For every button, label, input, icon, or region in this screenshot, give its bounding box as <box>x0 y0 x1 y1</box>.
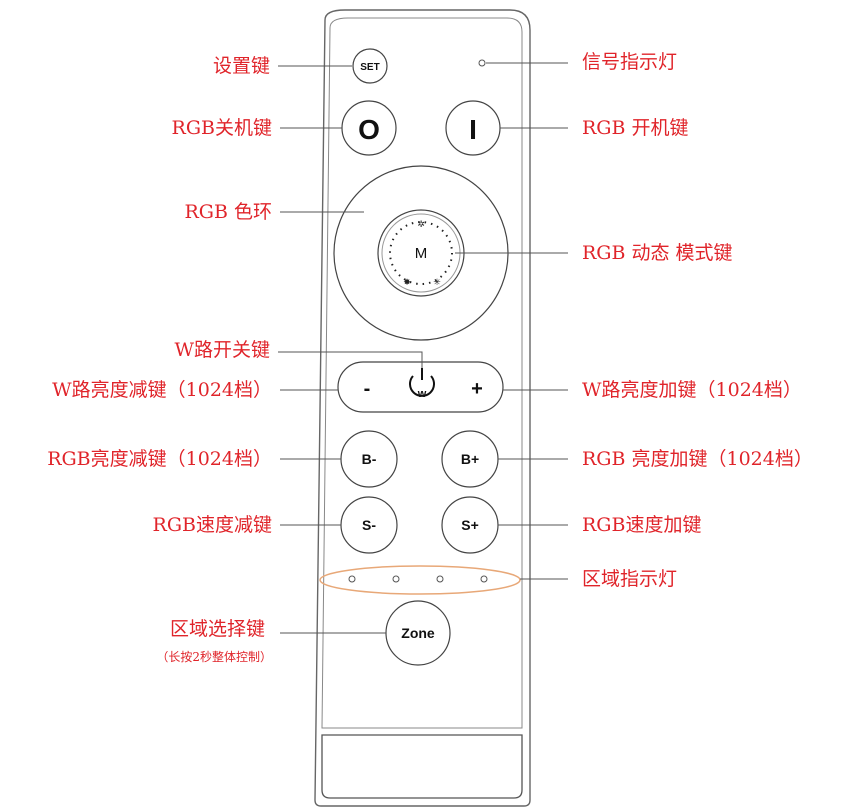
remote-battery-cover <box>321 734 523 799</box>
leader-lines <box>278 62 568 634</box>
speed-down-label: S- <box>362 517 376 533</box>
brightness-up-label: B+ <box>461 451 479 467</box>
mode-dark-icon: ✸ <box>403 278 411 288</box>
label-signal-light: 信号指示灯 <box>582 51 678 73</box>
set-button-label: SET <box>360 62 379 73</box>
rgb-on-button[interactable]: I <box>445 100 501 156</box>
speed-up-label: S+ <box>461 517 479 533</box>
mode-light-icon: ✳ <box>433 278 441 288</box>
rgb-on-button-label: I <box>469 114 477 145</box>
zone-indicator-3 <box>436 575 444 583</box>
speed-down-button[interactable]: S- <box>340 496 398 554</box>
w-power-button-label: w <box>417 388 427 400</box>
remote-body-outer <box>314 9 531 807</box>
w-plus-button[interactable]: + <box>471 378 483 400</box>
label-set-key: 设置键 <box>212 55 270 77</box>
label-zone-light: 区域指示灯 <box>582 568 678 590</box>
w-minus-button[interactable]: - <box>364 378 371 400</box>
zone-indicator-highlight <box>319 565 521 595</box>
mode-dots-ring <box>389 221 453 285</box>
w-power-button[interactable]: w <box>409 368 435 400</box>
zone-button[interactable]: Zone <box>385 600 451 666</box>
rgb-off-button[interactable]: O <box>341 100 397 156</box>
label-zone-select: 区域选择键 <box>169 618 265 640</box>
rgb-off-button-label: O <box>358 114 380 145</box>
label-rgb-bright-up: RGB 亮度加键（1024档） <box>582 448 813 470</box>
label-rgb-off: RGB关机键 <box>171 117 272 139</box>
label-rgb-on: RGB 开机键 <box>582 117 689 139</box>
label-w-bright-up: W路亮度加键（1024档） <box>582 379 802 401</box>
label-zone-note: （长按2秒整体控制） <box>156 650 272 664</box>
rgb-mode-button[interactable]: ✲ ✸ ✳ M <box>377 209 465 297</box>
signal-indicator-light <box>478 59 486 67</box>
label-rgb-speed-up: RGB速度加键 <box>582 514 702 536</box>
zone-indicator-2 <box>392 575 400 583</box>
mode-sun-icon: ✲ <box>417 220 425 230</box>
brightness-down-button[interactable]: B- <box>340 430 398 488</box>
brightness-up-button[interactable]: B+ <box>441 430 499 488</box>
label-w-bright-down: W路亮度减键（1024档） <box>52 379 272 401</box>
zone-indicator-4 <box>480 575 488 583</box>
speed-up-button[interactable]: S+ <box>441 496 499 554</box>
zone-indicator-1 <box>348 575 356 583</box>
brightness-down-label: B- <box>362 451 377 467</box>
remote-body-inner <box>321 17 523 729</box>
label-rgb-bright-down: RGB亮度减键（1024档） <box>47 448 272 470</box>
zone-button-label: Zone <box>401 625 435 641</box>
label-w-switch: W路开关键 <box>174 339 270 361</box>
label-rgb-ring: RGB 色环 <box>184 201 273 223</box>
label-rgb-mode: RGB 动态 模式键 <box>582 242 733 264</box>
set-button[interactable]: SET <box>352 48 388 84</box>
rgb-mode-button-label: M <box>415 245 428 262</box>
label-rgb-speed-down: RGB速度减键 <box>152 514 272 536</box>
w-channel-bar <box>337 361 504 413</box>
